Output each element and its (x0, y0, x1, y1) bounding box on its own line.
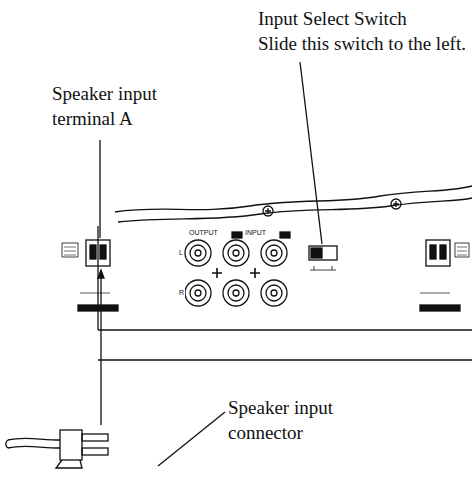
channel-label: L (178, 249, 184, 257)
channel-label: R (178, 289, 185, 297)
input-select-switch (309, 246, 337, 260)
part-label: Speaker input connector (228, 395, 358, 445)
screw (391, 199, 401, 209)
leader-line (99, 140, 100, 238)
label-bar (78, 305, 118, 311)
jack-label: OUTPUT (188, 229, 219, 237)
power-terminal (426, 240, 450, 266)
panel-bottom (98, 329, 472, 330)
panel-edge (115, 186, 472, 212)
leader-line (158, 412, 225, 466)
speaker-terminal (86, 240, 110, 266)
leader-line (100, 276, 101, 425)
speaker-input-connector (6, 430, 108, 468)
rca-jacks (185, 240, 287, 306)
jack-label: INPUT (244, 229, 267, 237)
part-label: Speaker input terminal A (52, 81, 182, 131)
label-bar (420, 305, 460, 311)
panel-base (98, 359, 472, 360)
panel-edge (118, 198, 472, 222)
callout-title: Input Select Switch (258, 6, 407, 31)
screw (263, 206, 273, 216)
leader-line (300, 62, 322, 244)
callout-note: Slide this switch to the left. (258, 31, 466, 56)
terminal-marking (62, 243, 78, 257)
